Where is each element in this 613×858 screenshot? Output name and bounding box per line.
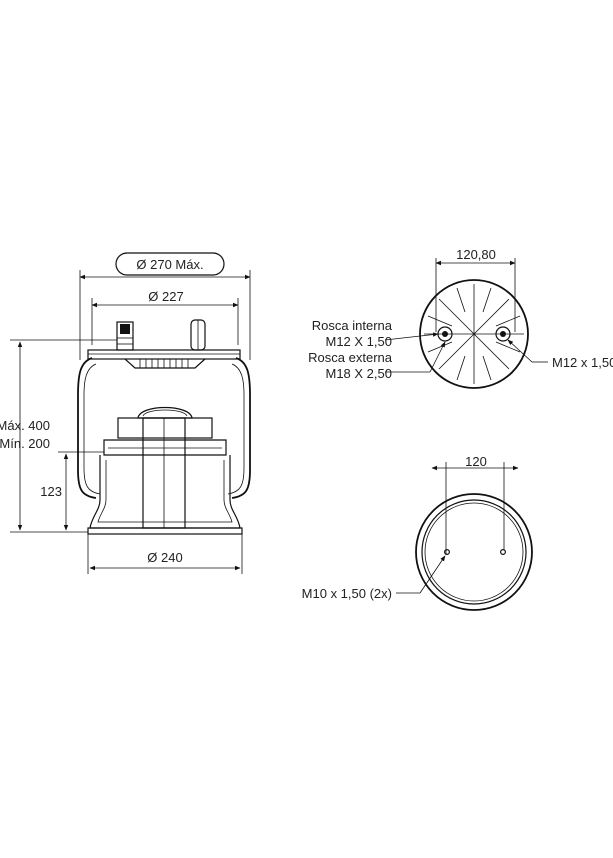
bottom-spacing-label: 120	[465, 454, 487, 469]
height-min-label: Mín. 200	[0, 436, 50, 451]
bottom-thread-label: M10 x 1,50 (2x)	[302, 586, 392, 601]
top-view: 120,80 Rosca interna	[308, 247, 613, 389]
dia-top-dimension: Ø 227	[91, 289, 239, 345]
top-plate-ribs	[424, 284, 524, 384]
bottom-plate-inner	[421, 499, 527, 605]
bottom-view: 120 M10 x 1,50 (2x)	[302, 454, 533, 611]
spacing-dimension-bottom: 120	[431, 454, 519, 555]
dia-max-label: Ø 270 Máx.	[136, 257, 203, 272]
piston-height-label: 123	[40, 484, 62, 499]
height-max-label: Máx. 400	[0, 418, 50, 433]
piston	[87, 407, 243, 535]
top-studs	[437, 326, 511, 342]
dia-bottom-label: Ø 240	[147, 550, 182, 565]
top-plate-outline	[419, 279, 529, 389]
external-thread-value: M18 X 2,50	[326, 366, 393, 381]
internal-thread-value: M12 X 1,50	[326, 334, 393, 349]
dia-bottom-dimension: Ø 240	[87, 534, 243, 574]
right-thread-label: M12 x 1,50	[552, 355, 613, 370]
external-thread-title: Rosca externa	[308, 350, 393, 365]
bottom-plate-outer	[415, 493, 533, 611]
bellows	[77, 357, 251, 499]
height-dimension: Máx. 400 Mín. 200	[0, 339, 117, 533]
top-plate	[87, 319, 241, 369]
dia-max-dimension: Ø 270 Máx.	[79, 252, 251, 360]
bottom-hole-right	[500, 548, 507, 555]
bottom-hole-left	[444, 548, 451, 555]
piston-height-dimension: 123	[40, 451, 104, 531]
top-spacing-label: 120,80	[456, 247, 496, 262]
dia-top-label: Ø 227	[148, 289, 183, 304]
internal-thread-title: Rosca interna	[312, 318, 393, 333]
side-view: Ø 270 Máx. Ø 227	[0, 252, 251, 574]
